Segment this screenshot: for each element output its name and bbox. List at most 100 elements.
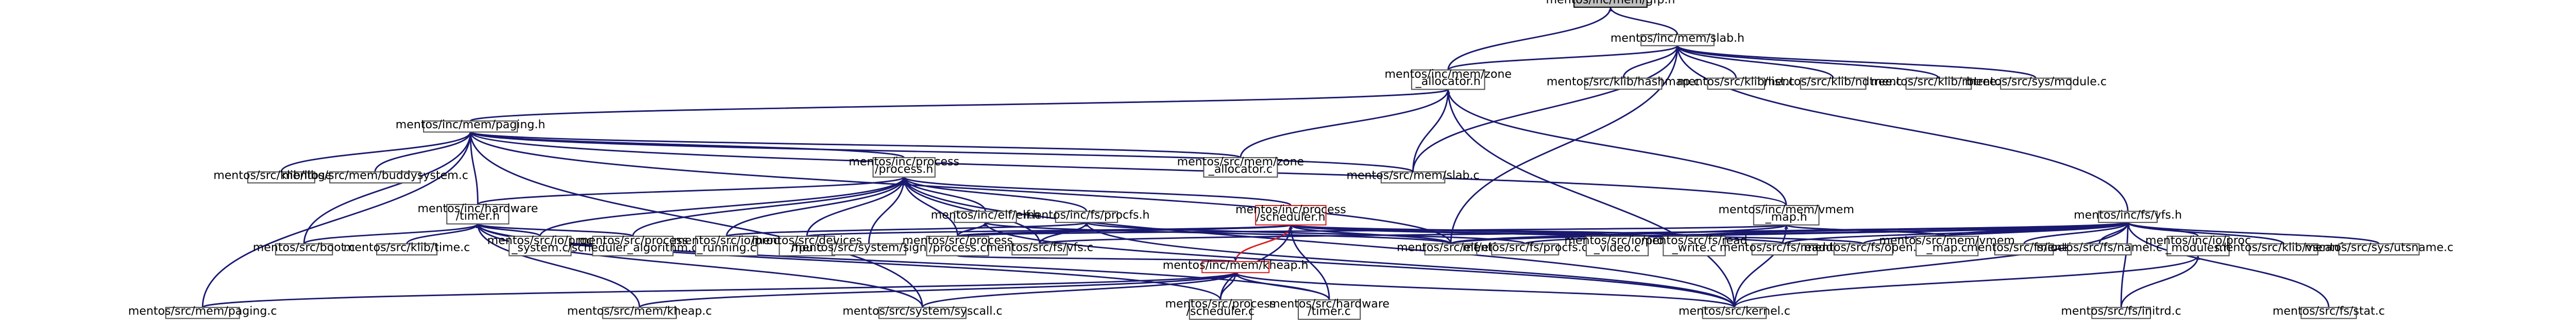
node-label: /fpu.c [791,241,823,254]
edge-kernel-to-kheap_h [1234,272,1735,308]
node-buddysystem[interactable]: mentos/src/mem/buddysystem.c [282,169,468,184]
node-procfs-c[interactable]: mentos/src/fs/procfs.c [1463,241,1588,255]
node-box [275,243,333,255]
node-hashmap[interactable]: mentos/src/klib/hashmap.c [1547,75,1700,90]
node-label: mentos/src/fs/readdir.c [1720,241,1850,254]
node-label: mentos/inc/io/proc [2145,234,2251,247]
node-proc-running[interactable]: mentos/src/io/proc_running.c [674,234,779,256]
node-kheap-c[interactable]: mentos/src/mem/kheap.c [567,304,712,319]
node-ndtree[interactable]: mentos/src/klib/ndtree.c [1764,75,1902,90]
node-paging-h[interactable]: mentos/inc/mem/paging.h [396,118,546,133]
edge-rbtree-to-slab_h [1676,45,1940,79]
edge-elf_h-to-process_h [903,177,987,212]
node-timer-h[interactable]: mentos/inc/hardware/timer.h [417,202,538,225]
node-kheap-h[interactable]: mentos/inc/mem/kheap.h [1163,259,1309,273]
node-label: mentos/src/klib/libgen.c [213,169,349,182]
node-signal[interactable]: mentos/src/system/signal.c [791,241,947,255]
node-label: mentos/src/fs/namei.c [2037,241,2162,254]
node-label: _map.h [1765,210,1807,224]
node-process-c[interactable]: mentos/src/process/process.c [902,234,1013,256]
node-label: mentos/inc/hardware [417,202,538,215]
node-syscall[interactable]: mentos/src/system/syscall.c [842,304,1003,319]
node-libgen[interactable]: mentos/src/klib/libgen.c [213,169,349,184]
node-slab-h[interactable]: mentos/inc/mem/slab.h [1611,31,1744,46]
edge-process_c-to-vmem_map_h [957,224,1787,237]
edge-proc_running-to-procfs_h [725,221,1088,237]
node-boot[interactable]: mentos/src/boot.c [253,241,355,255]
edge-paging_h-to-zone_alloc_h [469,89,1449,122]
edge-ndtree-to-slab_h [1676,45,1834,79]
node-timer-c[interactable]: mentos/src/hardware/timer.c [1269,297,1389,320]
arrowhead [1289,225,1293,229]
node-slab-c[interactable]: mentos/src/mem/slab.c [1346,169,1480,184]
node-box [509,235,572,256]
node-label: mentos/inc/mem/paging.h [396,118,546,131]
node-box [1640,34,1715,46]
node-label: mentos/src/process [578,234,688,247]
node-label: mentos/inc/fs/vfs.h [2074,208,2182,221]
node-namei[interactable]: mentos/src/fs/namei.c [2037,241,2162,255]
node-ioctl[interactable]: mentos/src/fs/ioctl.c [1967,241,2081,255]
edge-list-to-slab_h [1676,45,1737,79]
node-label: mentos/src/klib/rbtree.c [1871,75,2006,89]
node-vfs-c[interactable]: mentos/src/fs/vfs.c [986,241,1093,255]
node-proc-video[interactable]: mentos/src/io/proc_video.c [1564,234,1670,256]
node-elf-c[interactable]: mentos/src/elf/elf.c [1397,241,1505,255]
node-fpu[interactable]: mentos/src/devices/fpu.c [752,234,862,256]
node-sched-algo[interactable]: mentos/src/process/scheduler_algorithm.c [568,234,698,256]
node-label: mentos/src/io/proc [1564,234,1670,247]
node-procfs-h[interactable]: mentos/inc/fs/procfs.h [1023,208,1149,223]
node-label: mentos/src/fs/stat.c [2273,304,2385,318]
node-gfp[interactable]: mentos/inc/mem/gfp.h [1546,0,1675,8]
node-label: mentos/src/process [1165,297,1276,311]
edge-kernel-to-zone_alloc_h [1447,89,1735,307]
node-label: mentos/src/mem/zone [1177,155,1304,168]
node-box [1585,235,1649,256]
edge-zone_alloc_h-to-gfp [1447,7,1612,70]
node-rbtree[interactable]: mentos/src/klib/rbtree.c [1871,75,2006,90]
edge-vfs_h-to-slab_h [1676,45,2129,212]
node-proc-system[interactable]: mentos/src/io/proc_system.c [487,234,593,256]
node-box [695,235,758,256]
node-stat[interactable]: mentos/src/fs/stat.c [2273,304,2385,319]
node-read-write[interactable]: mentos/src/fs/read_write.c [1641,234,1748,256]
edge-kheap_c-to-timer_h [477,224,640,307]
node-scheduler-h[interactable]: mentos/inc/process/scheduler.h [1235,203,1346,226]
node-scheduler-c[interactable]: mentos/src/process/scheduler.c [1165,297,1276,320]
edge-syscall-to-paging_h [469,132,923,307]
node-elf-h[interactable]: mentos/inc/elf/elf.h [931,208,1040,223]
node-module-c[interactable]: mentos/src/sys/module.c [1965,75,2107,90]
node-vsscanf[interactable]: mentos/src/klib/vscanf.c [2215,241,2352,255]
node-vmem-map-c[interactable]: mentos/src/mem/vmem_map.c [1879,234,2015,256]
arrowhead [1233,258,1238,262]
node-box [1753,204,1820,226]
node-vfs-h[interactable]: mentos/inc/fs/vfs.h [2074,208,2182,223]
node-initrd[interactable]: mentos/src/fs/initrd.c [2061,304,2181,319]
node-zone-alloc-c[interactable]: mentos/src/mem/zone_allocator.c [1177,155,1304,178]
node-proc-modules-h[interactable]: mentos/inc/io/proc_modules.h [2145,234,2251,256]
edge-zone_alloc_c-to-paging_h [469,131,1242,159]
node-readdir[interactable]: mentos/src/fs/readdir.c [1720,241,1850,255]
node-box [2248,243,2318,255]
node-process-h[interactable]: mentos/inc/process/process.h [849,155,959,178]
node-label: mentos/src/mem/buddysystem.c [282,169,468,182]
edge-fpu-to-scheduler_h [806,224,1292,237]
node-box [1297,299,1361,320]
node-zone-alloc-h[interactable]: mentos/inc/mem/zone_allocator.h [1385,67,1512,90]
node-vmem-map-h[interactable]: mentos/inc/mem/vmem_map.h [1718,203,1854,226]
node-box [1707,77,1766,90]
node-utsname[interactable]: mentos/src/sys/utsname.c [2304,241,2453,255]
node-kernel[interactable]: mentos/src/kernel.c [1679,304,1790,319]
edge-kernel-to-proc_modules_h [1734,255,2199,308]
edge-process_c-to-kheap_h [957,255,1236,263]
node-list[interactable]: mentos/src/klib/list.c [1677,75,1795,90]
node-ktime[interactable]: mentos/src/klib/time.c [344,241,470,255]
graph-nodes: mentos/inc/mem/gfp.h mentos/inc/mem/slab.… [128,0,2453,320]
node-label: mentos/inc/elf/elf.h [931,208,1040,221]
node-open[interactable]: mentos/src/fs/open.c [1804,241,1923,255]
edge-paging_c-to-kheap_h [201,272,1236,308]
edge-read_write-to-scheduler_h [1290,224,1695,237]
edge-libgen-to-paging_h [280,131,471,173]
node-paging-c[interactable]: mentos/src/mem/paging.c [128,304,277,319]
